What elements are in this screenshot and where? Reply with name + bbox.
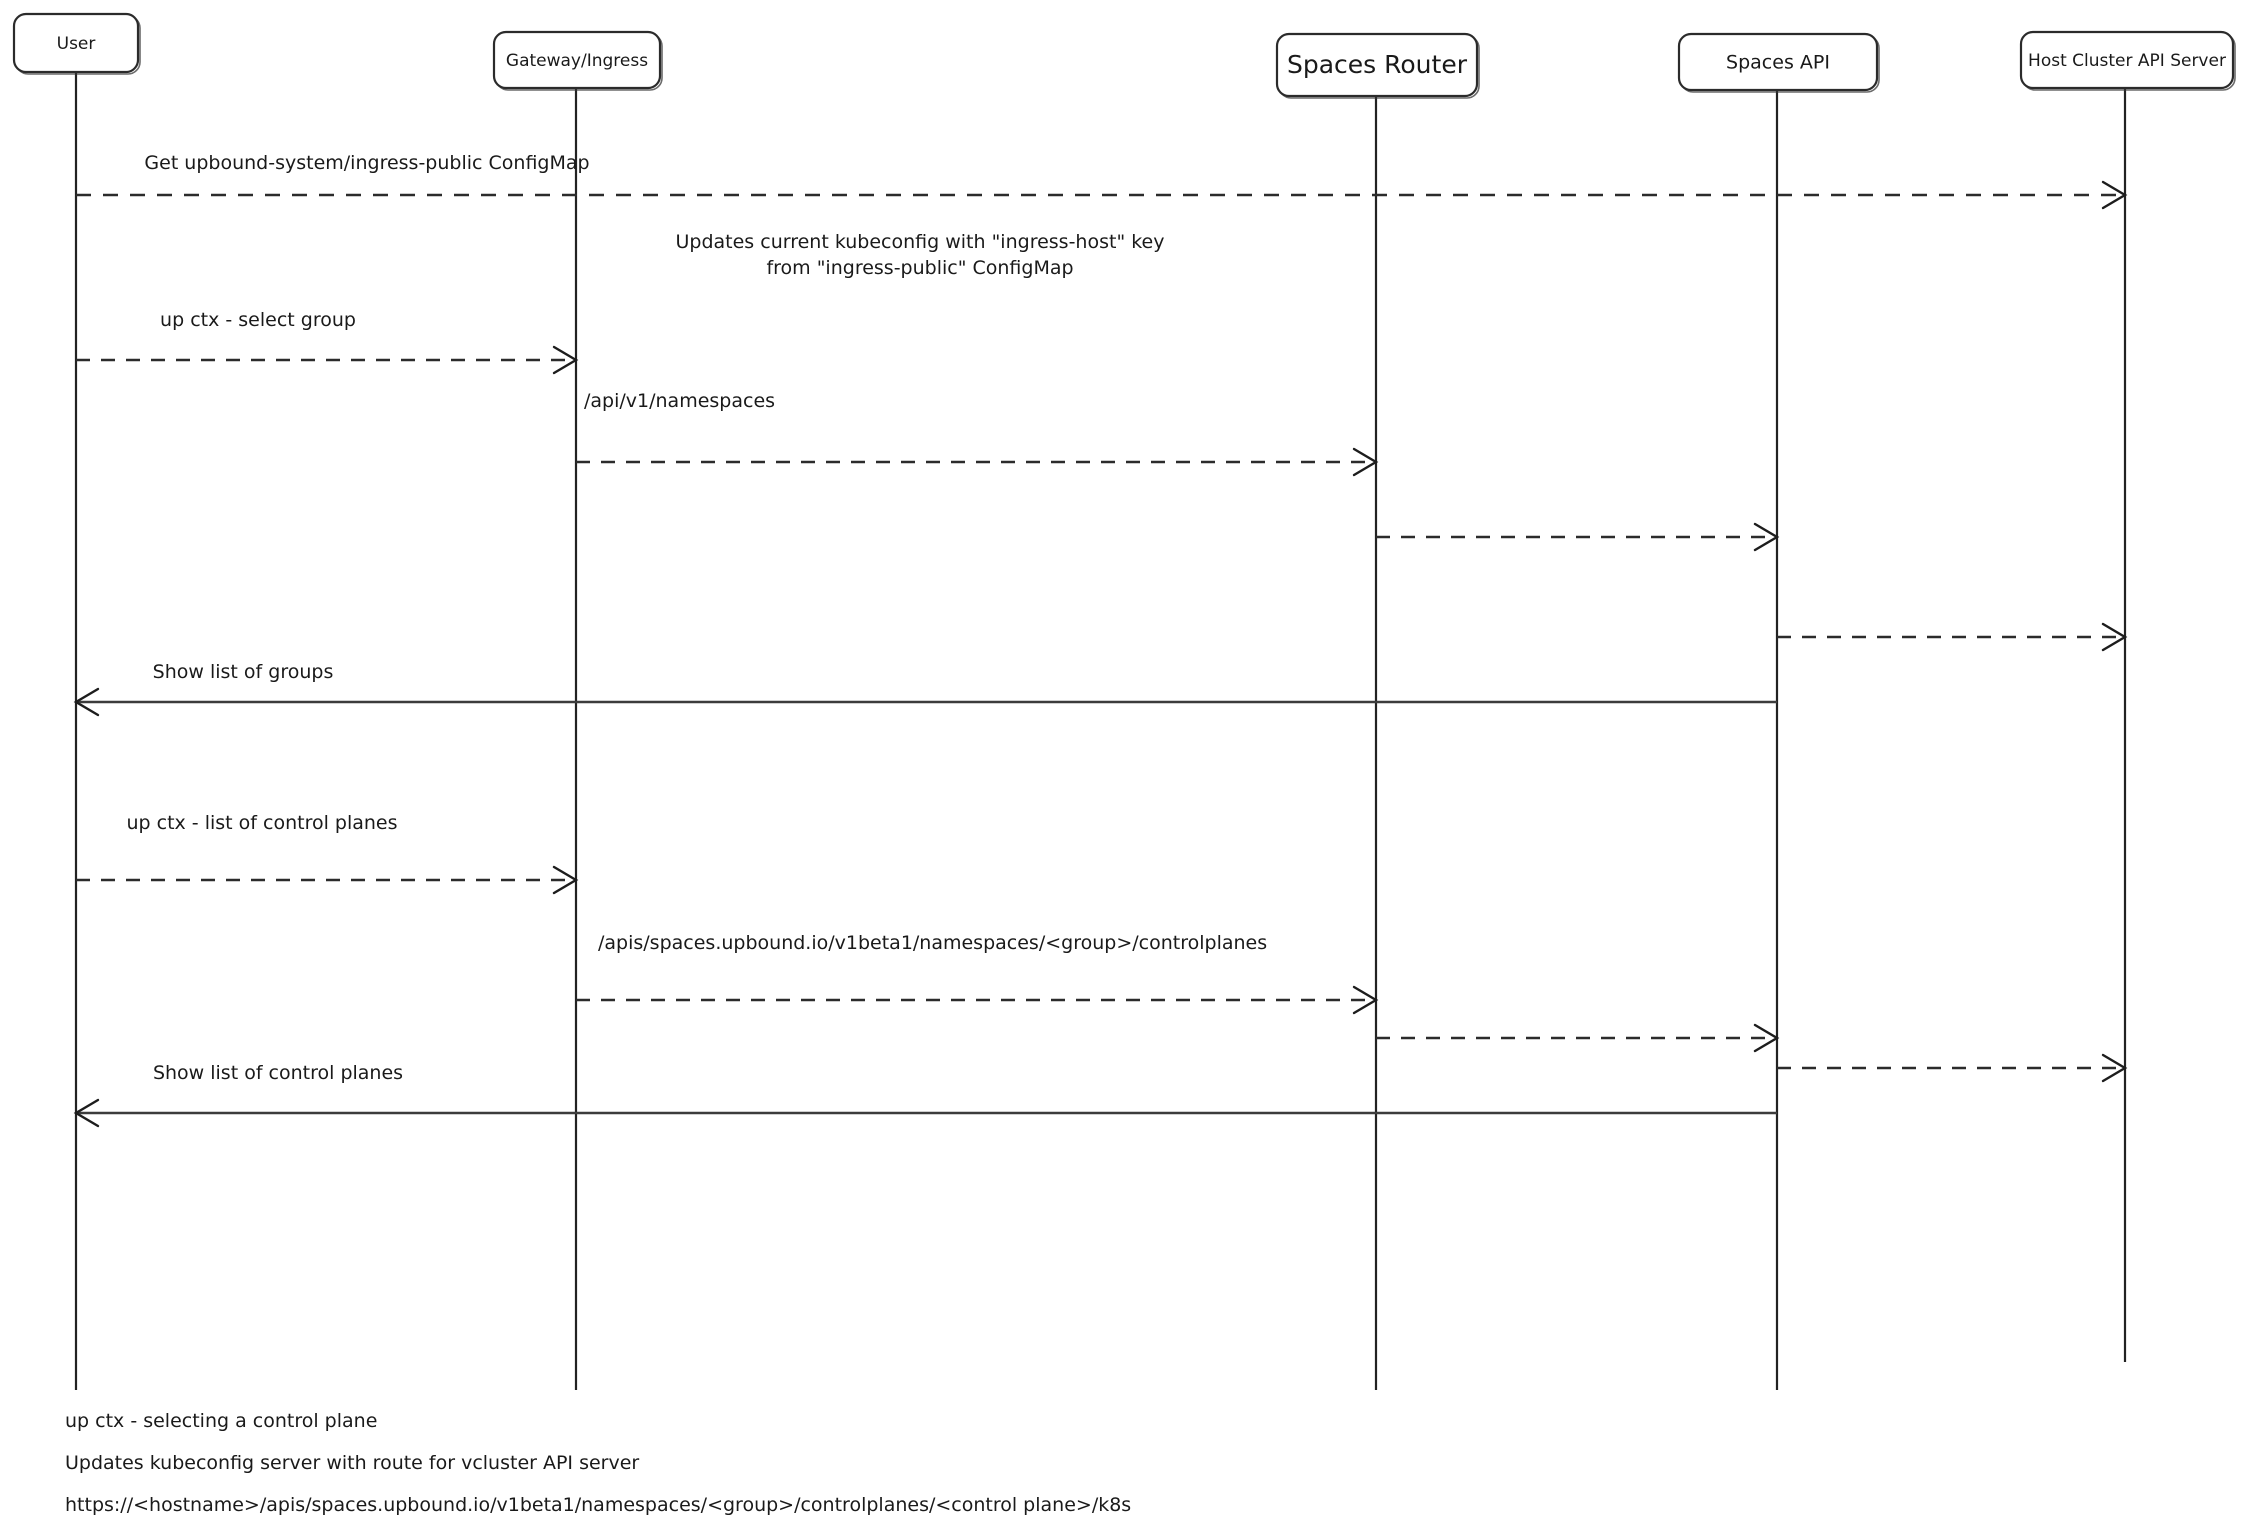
participant-label: Spaces Router [1287,50,1468,79]
message-label-line-1: Updates current kubeconfig with "ingress… [676,231,1165,253]
footer-note-n3: https://<hostname>/apis/spaces.upbound.i… [65,1494,1131,1516]
message-label-line-2: from "ingress-public" ConfigMap [766,257,1073,279]
message-label: Show list of groups [153,661,334,683]
message-m4: /api/v1/namespaces [576,390,1379,477]
message-m9: /apis/spaces.upbound.io/v1beta1/namespac… [576,932,1379,1015]
message-label: Updates current kubeconfig with "ingress… [676,231,1165,279]
participant-box [12,12,140,74]
participant-label: User [57,34,96,54]
participant-box [1275,32,1479,98]
message-m8: up ctx - list of control planes [76,812,579,895]
participant-label: Gateway/Ingress [506,51,648,71]
arrowhead [1352,985,1379,1015]
arrowhead [1753,522,1780,552]
message-m1: Get upbound-system/ingress-public Config… [76,152,2128,210]
arrowhead [73,687,100,717]
participant-host[interactable]: Host Cluster API Server [2019,30,2236,91]
message-label: Show list of control planes [153,1062,403,1084]
participant-label: Spaces API [1726,52,1830,74]
message-m2: Updates current kubeconfig with "ingress… [676,231,1165,279]
footer-note-n1: up ctx - selecting a control plane [65,1410,377,1432]
participant-box [2019,30,2235,90]
message-m10 [1376,1023,1780,1053]
message-m11 [1777,1053,2128,1083]
message-label: /apis/spaces.upbound.io/v1beta1/namespac… [598,932,1267,954]
arrowhead [1753,1023,1780,1053]
participant-box [492,30,662,90]
participant-box [1677,32,1879,92]
message-label: /api/v1/namespaces [584,390,775,412]
participant-spacesapi[interactable]: Spaces API [1677,32,1880,93]
message-label: up ctx - select group [160,309,356,331]
message-m12: Show list of control planes [73,1062,1777,1128]
arrowhead [552,345,579,375]
message-m3: up ctx - select group [76,309,579,375]
arrowhead [73,1098,100,1128]
participant-gateway[interactable]: Gateway/Ingress [492,30,663,91]
arrowhead [552,865,579,895]
message-m5 [1376,522,1780,552]
message-m6 [1777,622,2128,652]
participant-router[interactable]: Spaces Router [1275,32,1480,99]
message-label: up ctx - list of control planes [126,812,397,834]
arrowhead [1352,447,1379,477]
arrowhead [2101,180,2128,210]
arrowhead [2101,622,2128,652]
participant-user[interactable]: User [12,12,141,75]
message-label: Get upbound-system/ingress-public Config… [144,152,589,174]
footer-note-n2: Updates kubeconfig server with route for… [65,1452,639,1474]
arrowhead [2101,1053,2128,1083]
message-m7: Show list of groups [73,661,1777,717]
participant-label: Host Cluster API Server [2028,51,2226,71]
